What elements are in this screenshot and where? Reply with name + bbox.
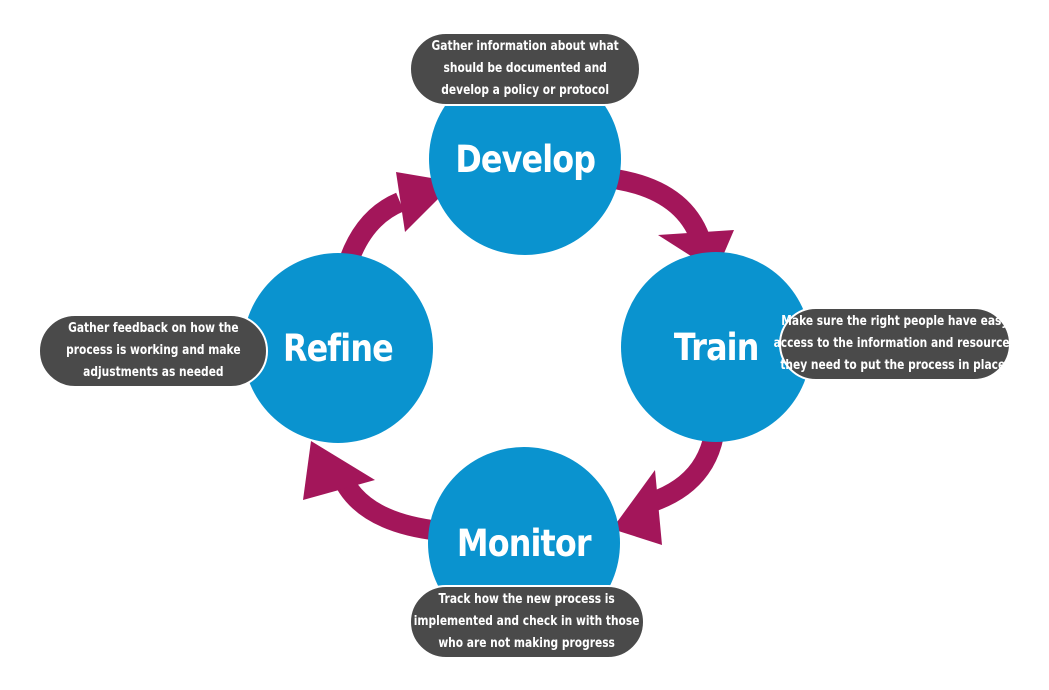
callout-develop-text: Gather information about what should be … xyxy=(431,36,618,102)
callout-refine-line: Gather feedback on how the xyxy=(67,321,239,336)
callout-monitor-text: Track how the new process is implemented… xyxy=(414,589,640,655)
callout-develop-line: develop a policy or protocol xyxy=(441,83,609,98)
callout-train-line: they need to put the process in place. xyxy=(780,358,1010,373)
arrow-monitor-to-refine-head xyxy=(303,441,375,500)
callout-monitor-line: who are not making progress xyxy=(438,636,616,651)
node-refine: Refine xyxy=(243,253,433,443)
node-train-label: Train xyxy=(673,325,760,369)
callout-monitor-line: implemented and check in with those xyxy=(414,614,640,629)
node-monitor-label: Monitor xyxy=(457,521,592,565)
callout-train: Make sure the right people have easy acc… xyxy=(774,307,1016,381)
callout-refine: Gather feedback on how the process is wo… xyxy=(38,314,268,388)
callout-refine-line: adjustments as needed xyxy=(82,365,224,380)
callout-monitor-line: Track how the new process is xyxy=(438,592,616,607)
node-refine-label: Refine xyxy=(283,326,394,370)
callout-develop-line: Gather information about what xyxy=(431,39,619,54)
arrow-train-to-monitor-head xyxy=(612,470,662,545)
callout-train-text: Make sure the right people have easy acc… xyxy=(774,311,1016,377)
callout-train-line: access to the information and resources xyxy=(773,336,1017,351)
callout-develop: Gather information about what should be … xyxy=(409,32,641,106)
node-develop-label: Develop xyxy=(455,137,596,181)
callout-develop-line: should be documented and xyxy=(443,61,607,76)
callout-monitor: Track how the new process is implemented… xyxy=(409,585,645,659)
callout-train-line: Make sure the right people have easy xyxy=(781,314,1009,329)
arrow-monitor-to-refine xyxy=(303,441,442,541)
callout-refine-text: Gather feedback on how the process is wo… xyxy=(66,318,240,384)
callout-refine-line: process is working and make xyxy=(65,343,241,358)
